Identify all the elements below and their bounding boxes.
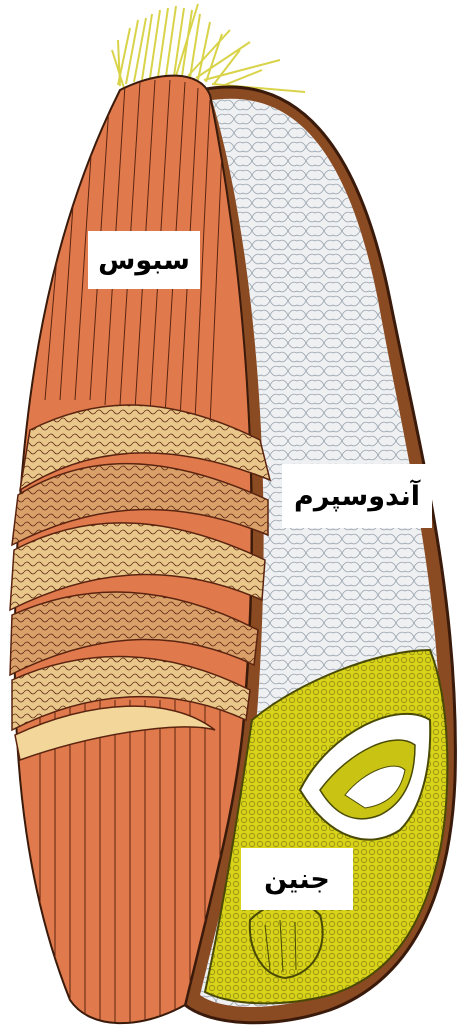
bran-label: سبوس	[88, 231, 200, 289]
brush-hairs	[112, 4, 305, 92]
germ-label: جنین	[241, 848, 353, 910]
endosperm-label: آندوسپرم	[282, 464, 432, 528]
